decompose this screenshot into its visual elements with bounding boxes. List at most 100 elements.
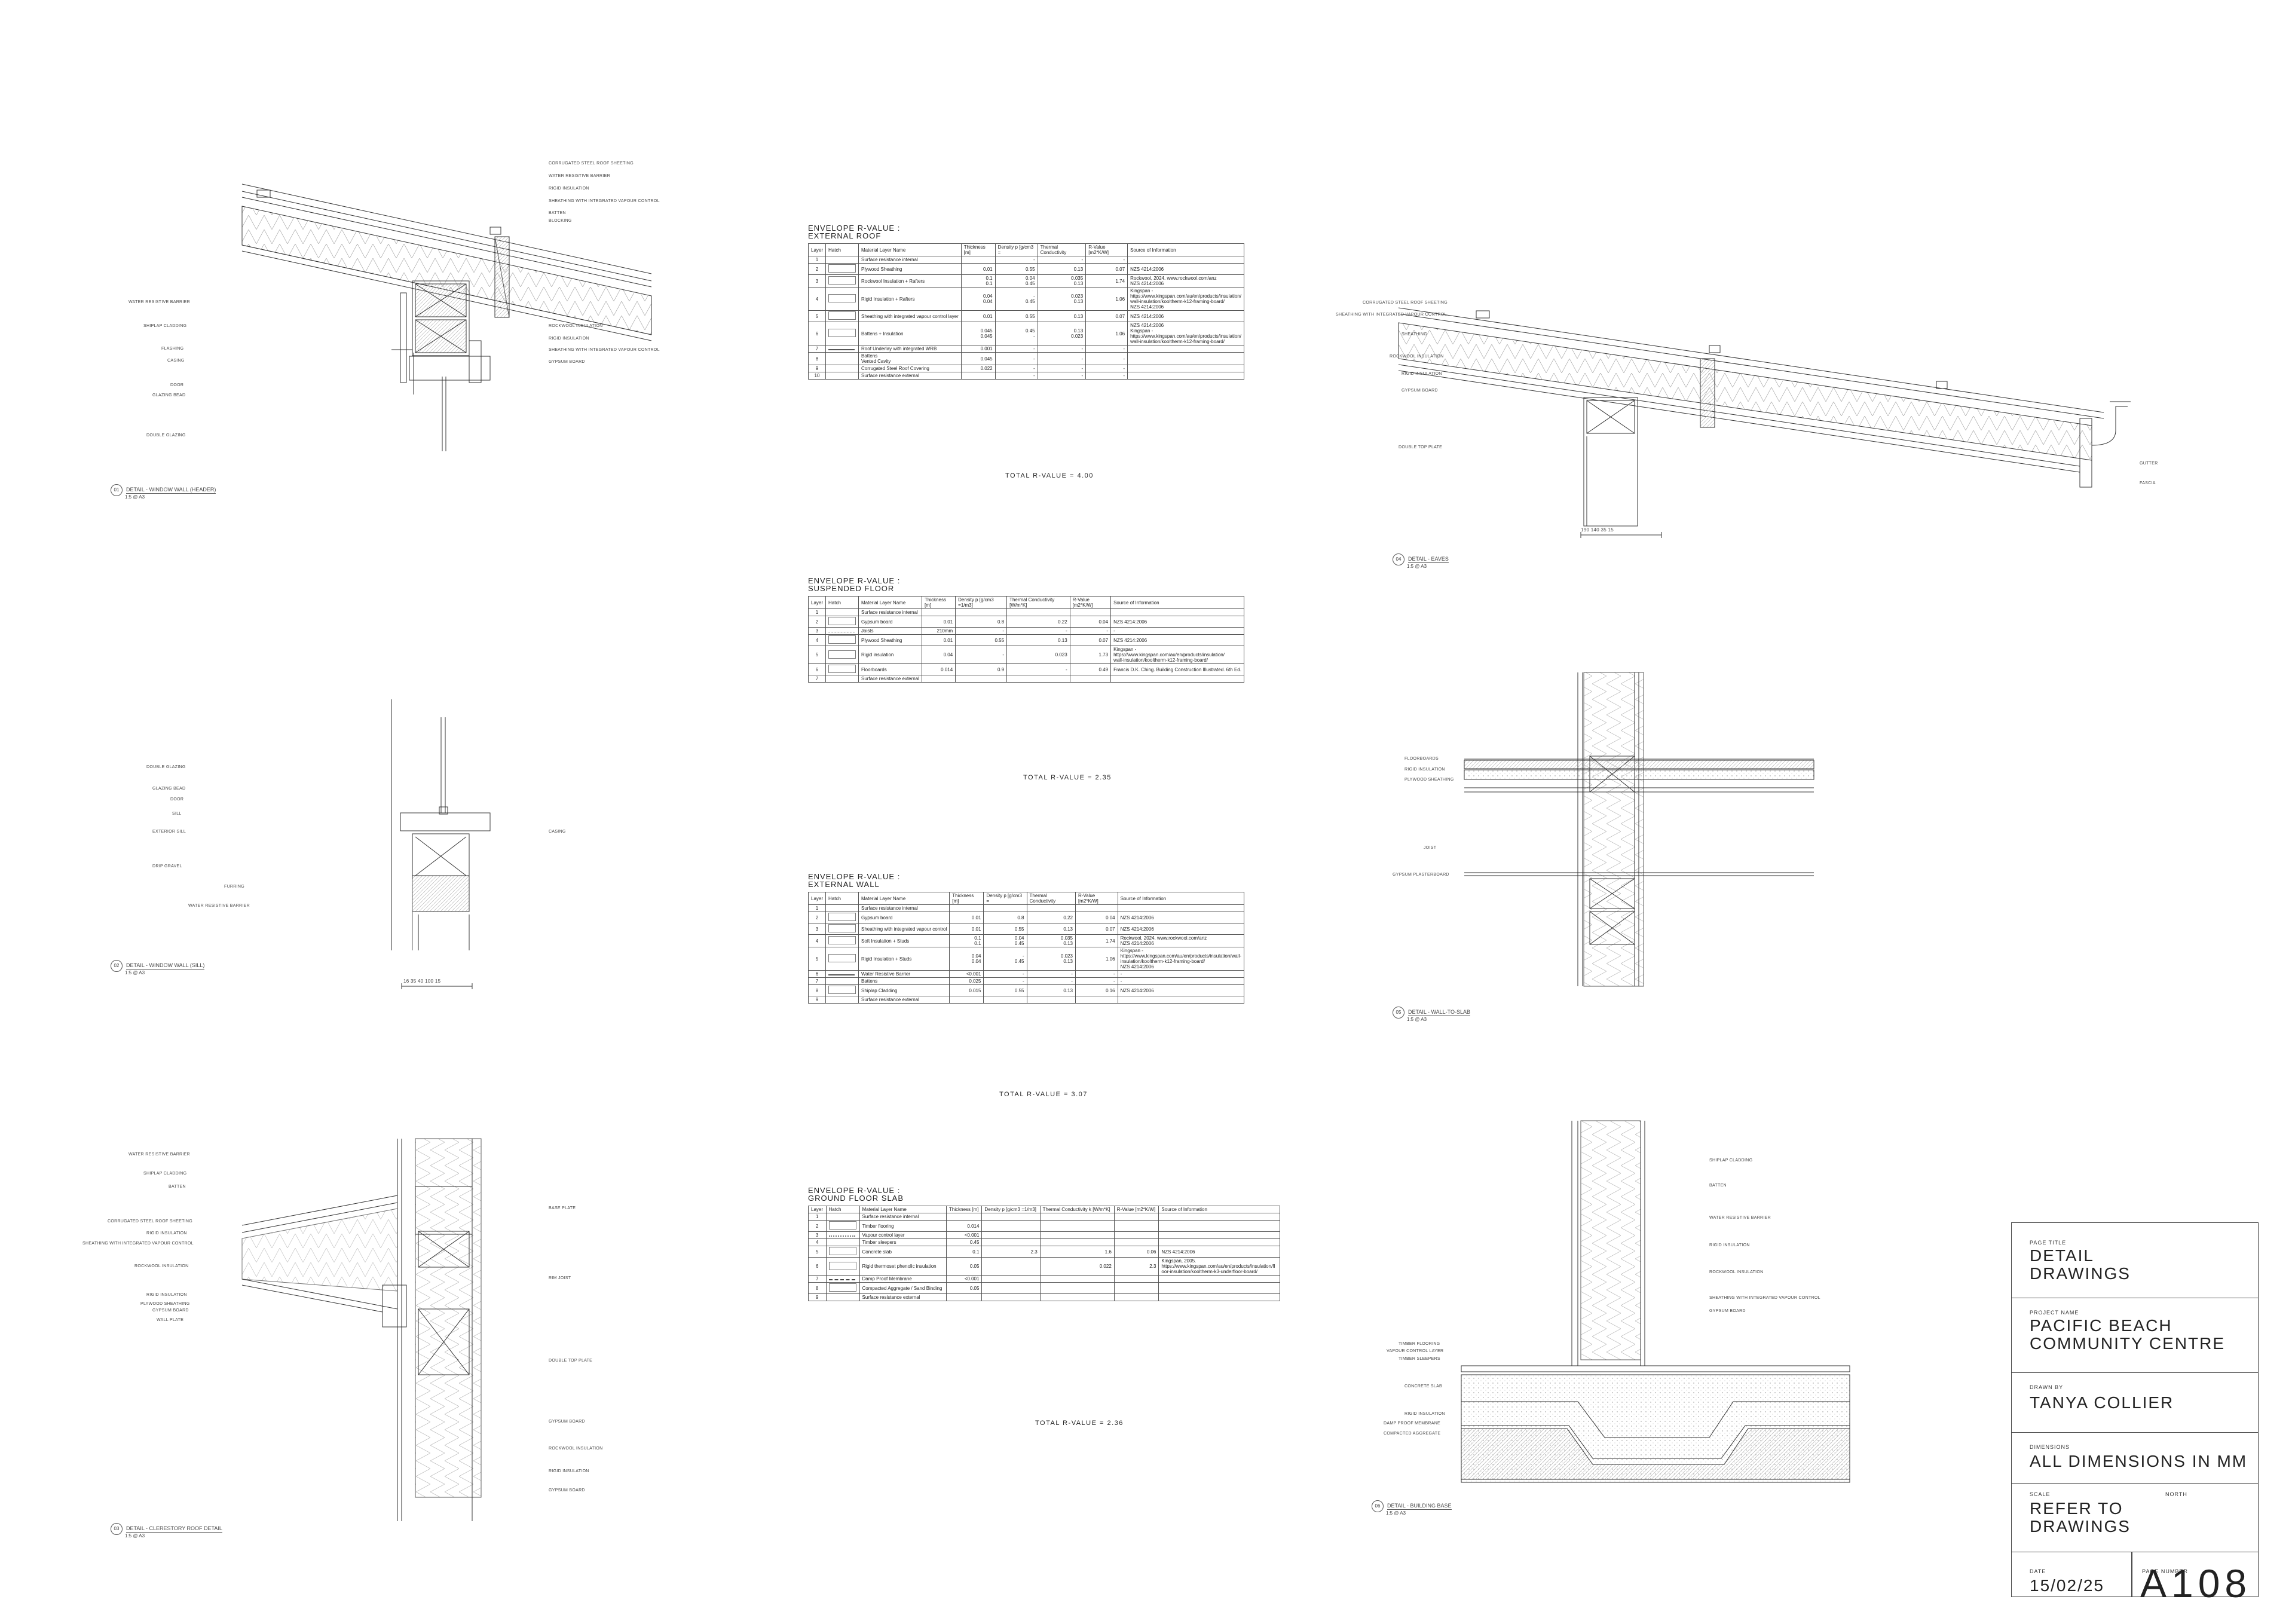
detail-05-drawing: [1464, 672, 1814, 987]
table-title: ENVELOPE R-VALUE :SUSPENDED FLOOR: [808, 576, 901, 593]
table-cell: 0.45 -: [994, 322, 1038, 345]
d3-label-left: CORRUGATED STEEL ROOF SHEETING: [108, 1219, 193, 1224]
table-cell: -: [1075, 977, 1118, 985]
table-cell: [1110, 608, 1244, 616]
table-cell: 0.13: [1006, 634, 1070, 646]
detail-title: DETAIL - EAVES: [1408, 556, 1449, 563]
date: 15/02/25: [2030, 1576, 2104, 1595]
table-cell: 2: [808, 1220, 827, 1232]
detail-02-drawing: [391, 699, 491, 989]
d2-dimensions: 16 35 40 100 15: [403, 978, 441, 984]
table-cell: 0.16: [1075, 984, 1118, 996]
table-header-cell: Source of Information: [1158, 1206, 1280, 1213]
table-cell: [981, 1293, 1041, 1301]
table-header-cell: Density p [g/cm3 =: [983, 892, 1027, 905]
d3-label-left: WATER RESISTIVE BARRIER: [128, 1152, 190, 1157]
table-cell: - 0.45: [994, 287, 1038, 311]
d3-label-left: ROCKWOOL INSULATION: [134, 1264, 189, 1268]
table-cell: Surface resistance external: [858, 996, 950, 1004]
hatch-swatch-cell: [825, 310, 859, 322]
table-cell: [983, 996, 1027, 1004]
hatch-swatch-icon: [828, 1247, 856, 1255]
table-header-cell: Thermal Conductivity: [1026, 892, 1076, 905]
table-cell: 210mm: [921, 627, 956, 635]
hatch-swatch-cell: [825, 970, 859, 978]
table-cell: [946, 1293, 983, 1301]
table-header-cell: R-Value [m2*K/W]: [1069, 596, 1112, 609]
detail-scale: 1:5 @ A3: [1386, 1510, 1406, 1516]
d2-label-left: WATER RESISTIVE BARRIER: [188, 904, 250, 908]
table-cell: 2: [807, 263, 827, 275]
table-cell: 0.025: [949, 977, 984, 985]
table-header-cell: Density p [g/cm3 =1/m3]: [981, 1206, 1041, 1213]
d5-label-left: FLOORBOARDS: [1404, 757, 1439, 761]
table-header-cell: Density p [g/cm3 =: [994, 243, 1038, 256]
d2-label-left: FURRING: [224, 885, 244, 889]
d6-label-right: RIGID INSULATION: [1709, 1243, 1750, 1247]
hatch-swatch-cell: [825, 923, 859, 935]
hatch-swatch-cell: [825, 352, 859, 365]
table-cell: -: [994, 352, 1038, 365]
d2-label-left: DOUBLE GLAZING: [146, 765, 186, 769]
table-cell: 1.06: [1075, 947, 1118, 971]
hatch-swatch-cell: [825, 287, 859, 311]
page-title: DETAIL DRAWINGS: [2030, 1246, 2131, 1283]
table-cell: 0.07: [1085, 263, 1128, 275]
table-cell: 0.13 0.023: [1037, 322, 1087, 345]
table-cell: [1158, 1293, 1280, 1301]
d1-label-left: WATER RESISTIVE BARRIER: [128, 300, 190, 304]
table-cell: 7: [808, 1275, 827, 1283]
table-cell: [921, 675, 956, 683]
table-header-cell: Thermal Conductivity k [W/m*K]: [1039, 1206, 1115, 1213]
d4-dimensions: 190 140 35 15: [1581, 527, 1614, 533]
table-cell: Gypsum board: [858, 616, 922, 628]
hatch-swatch-cell: [825, 608, 859, 616]
d3-label-left: SHIPLAP CLADDING: [143, 1172, 187, 1176]
table-cell: -: [1110, 627, 1244, 635]
table-header-cell: Hatch: [825, 892, 859, 905]
table-cell: - 0.45: [983, 947, 1027, 971]
table-cell: 0.04: [1075, 912, 1118, 923]
d4-label-left: ROCKWOOL INSULATION: [1390, 354, 1444, 359]
table-cell: Rigid insulation: [858, 646, 922, 664]
table-cell: Rigid thermoset phenolic insulation: [859, 1257, 947, 1276]
table-cell: -: [1026, 970, 1076, 978]
detail-scale: 1:5 @ A3: [1407, 1017, 1427, 1022]
d1-label-right: CORRUGATED STEEL ROOF SHEETING: [549, 161, 634, 166]
table-cell: -: [994, 345, 1038, 353]
title-block: PAGE TITLE DETAIL DRAWINGS PROJECT NAME …: [2011, 1222, 2259, 1603]
table-cell: -: [1037, 345, 1087, 353]
detail-04-drawing: [1398, 307, 2131, 538]
hatch-swatch-cell: [825, 627, 859, 635]
table-cell: [1127, 352, 1244, 365]
table-cell: -: [955, 646, 1008, 664]
table-cell: Surface resistance internal: [858, 608, 922, 616]
d3-label-right: RIGID INSULATION: [549, 1469, 589, 1473]
d5-label-left: RIGID INSULATION: [1404, 767, 1445, 772]
table-header-cell: Material Layer Name: [859, 1206, 947, 1213]
table-cell: [1039, 1231, 1115, 1239]
north-key: NORTH: [2165, 1491, 2187, 1497]
table-cell: [1039, 1293, 1115, 1301]
table-cell: Floorboards: [858, 663, 922, 675]
detail-title: DETAIL - CLERESTORY ROOF DETAIL: [126, 1525, 222, 1533]
table-cell: [981, 1220, 1041, 1232]
hatch-swatch-icon: [828, 1279, 855, 1280]
table-cell: 0.45: [946, 1238, 983, 1246]
table-cell: [1075, 996, 1118, 1004]
hatch-swatch-icon: [828, 276, 856, 285]
table-cell: 2.3: [1113, 1257, 1159, 1276]
